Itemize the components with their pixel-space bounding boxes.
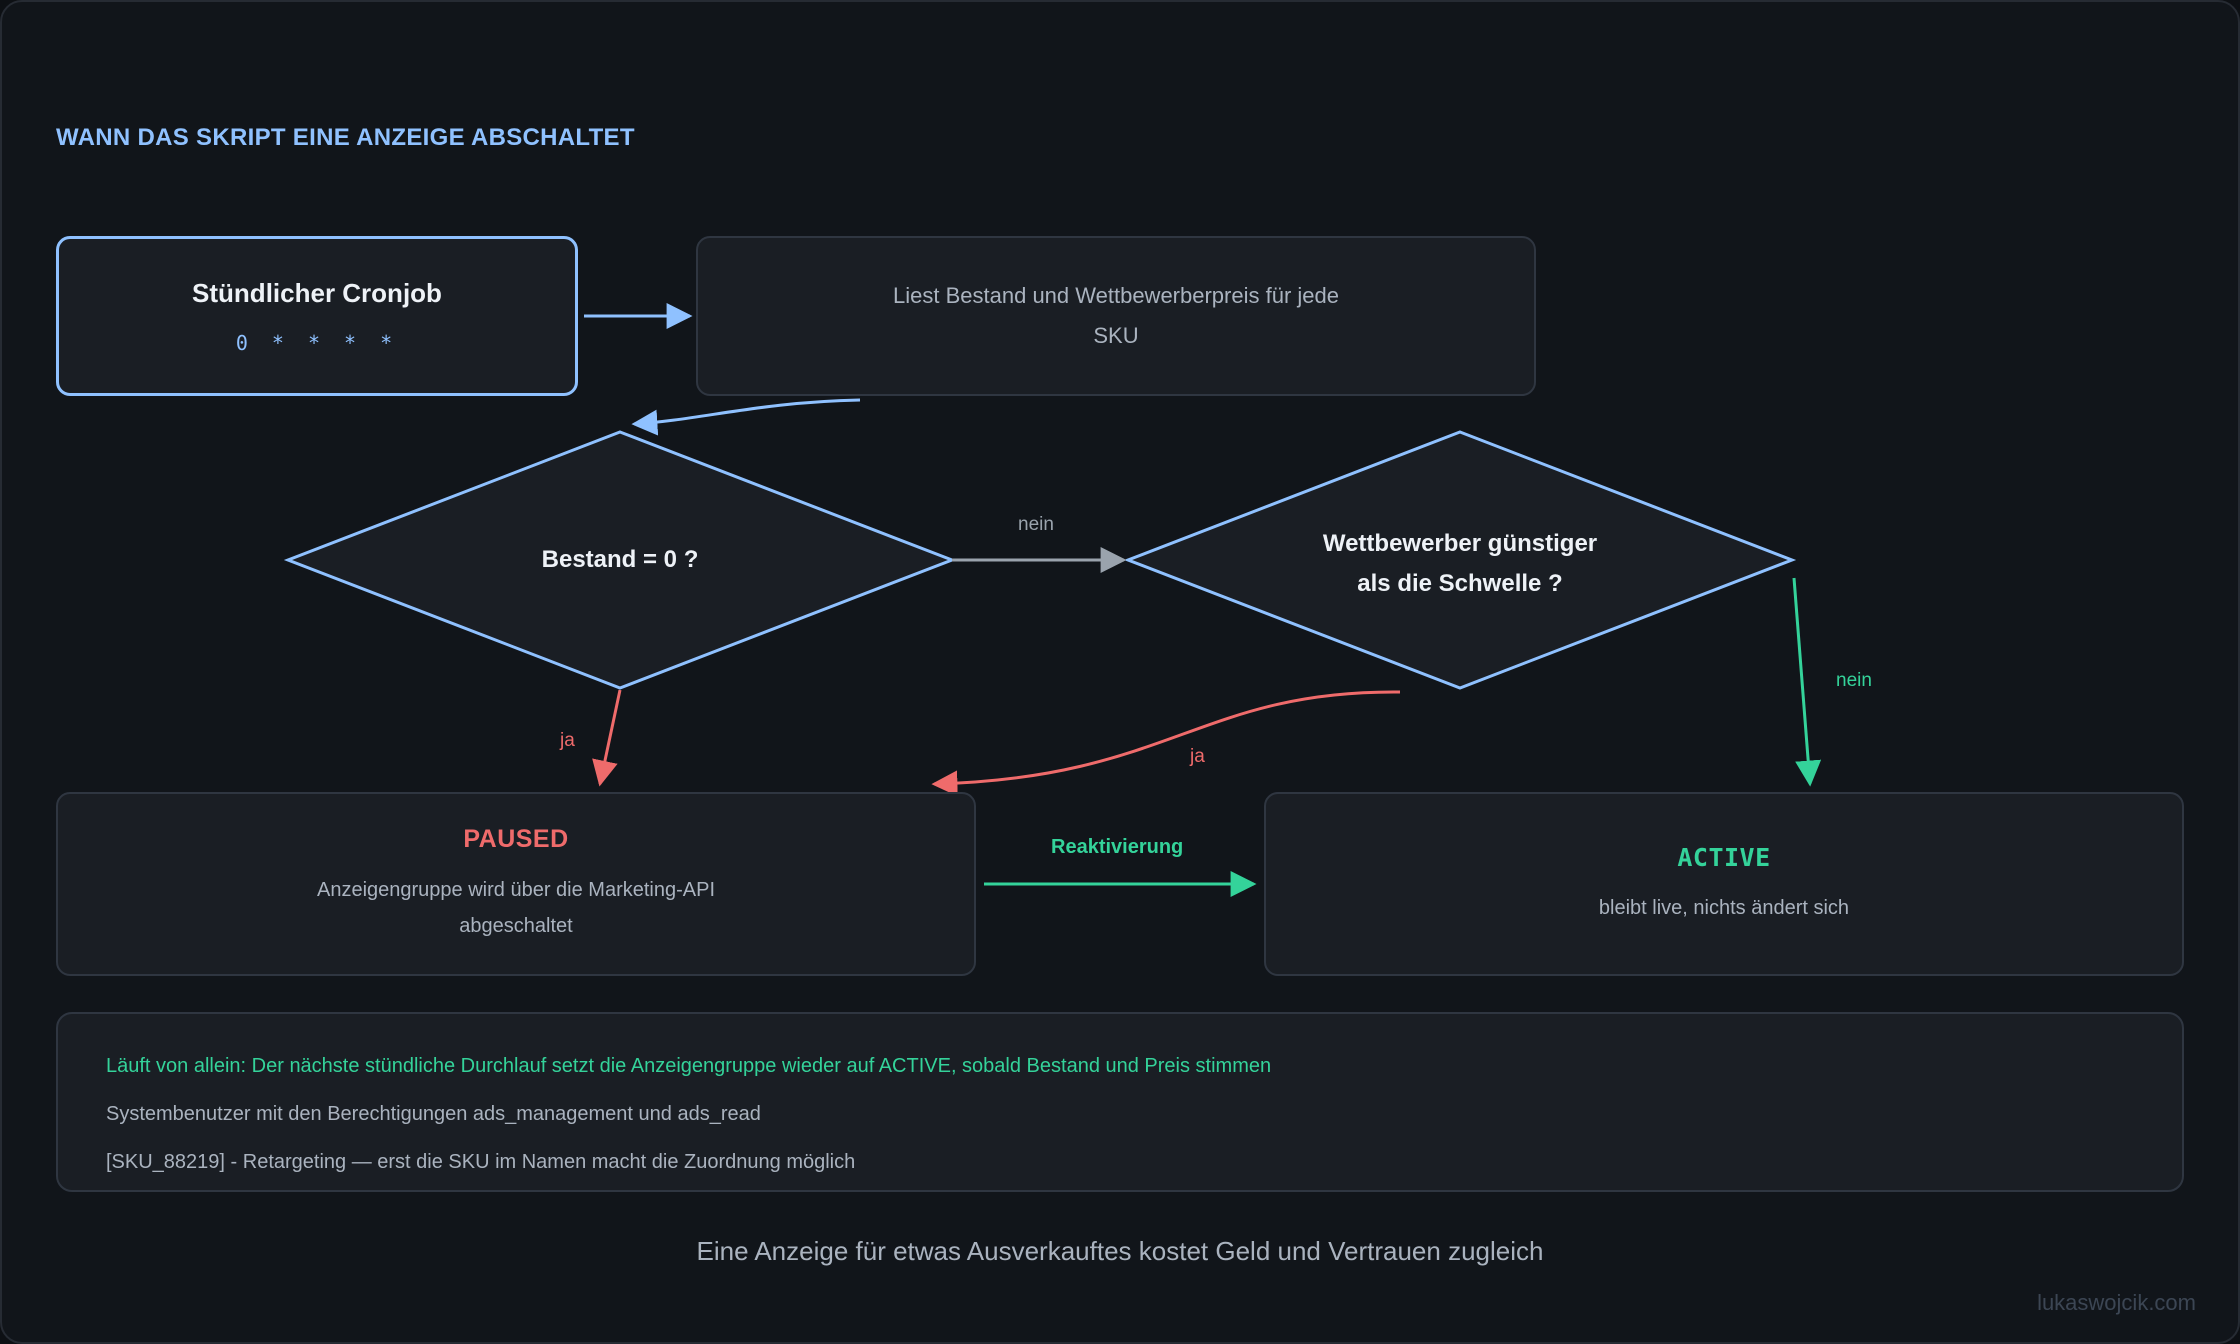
paused-node: PAUSED Anzeigengruppe wird über die Mark…: [56, 792, 976, 976]
note-naming: [SKU_88219] - Retargeting — erst die SKU…: [106, 1151, 856, 1173]
note-permissions: Systembenutzer mit den Berechtigungen ad…: [106, 1103, 761, 1125]
active-node: ACTIVE bleibt live, nichts ändert sich: [1264, 792, 2184, 976]
stock-check-diamond: [283, 430, 957, 690]
edge-label-price-yes: ja: [1190, 746, 1205, 767]
price-check-label: Wettbewerber günstiger als die Schwelle …: [1210, 524, 1710, 604]
read-text: Liest Bestand und Wettbewerberpreis für …: [893, 283, 1339, 348]
credit-link[interactable]: lukaswojcik.com: [2037, 1290, 2196, 1315]
diagram-title: WANN DAS SKRIPT EINE ANZEIGE ABSCHALTET: [56, 124, 635, 151]
paused-text: Anzeigengruppe wird über die Marketing-A…: [317, 878, 715, 937]
footer-caption: Eine Anzeige für etwas Ausverkauftes kos…: [696, 1236, 1544, 1266]
price-check-line-2: als die Schwelle ?: [1357, 570, 1563, 597]
cron-title: Stündlicher Cronjob: [192, 277, 442, 308]
active-title: ACTIVE: [1677, 842, 1771, 872]
edge-read-to-stock: [631, 398, 861, 436]
edge-label-price-no: nein: [1836, 670, 1872, 691]
read-node: Liest Bestand und Wettbewerberpreis für …: [696, 236, 1536, 396]
stock-check-label: Bestand = 0 ?: [541, 546, 699, 573]
price-check-line-1: Wettbewerber günstiger: [1322, 530, 1598, 557]
edge-price-yes: [931, 690, 1401, 797]
active-text: bleibt live, nichts ändert sich: [1598, 896, 1850, 919]
edge-price-no: [1792, 577, 1822, 787]
edge-stock-yes: [592, 689, 622, 787]
edge-label-reactivate: Reaktivierung: [1051, 836, 1184, 858]
cron-node: Stündlicher Cronjob 0 * * * *: [56, 236, 578, 396]
cron-expression: 0 * * * *: [235, 330, 399, 355]
price-check-diamond: [1123, 430, 1797, 690]
edge-label-stock-yes: ja: [560, 730, 575, 751]
note-auto-reactivation: Läuft von allein: Der nächste stündliche…: [106, 1055, 1272, 1077]
notes-panel: Läuft von allein: Der nächste stündliche…: [56, 1012, 2184, 1192]
edge-label-stock-no: nein: [1018, 514, 1054, 535]
paused-title: PAUSED: [463, 824, 569, 853]
